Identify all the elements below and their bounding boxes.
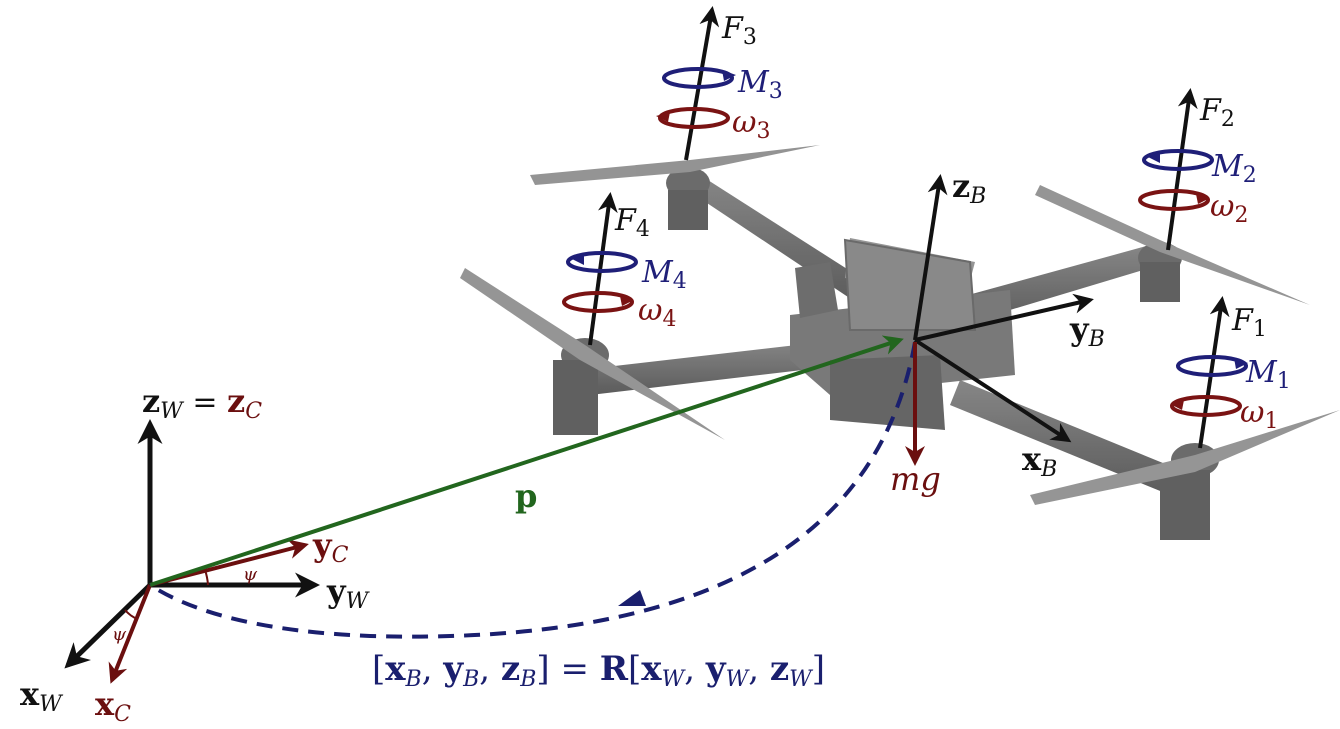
zb-label: zB — [952, 167, 986, 209]
xc-axis — [108, 584, 152, 684]
rotation-dashed-arc — [148, 341, 917, 639]
m3-spin-icon — [662, 67, 734, 89]
w3-arrowhead — [656, 112, 670, 122]
propeller-4 — [460, 268, 725, 440]
w4-arrowhead — [620, 296, 634, 306]
w2-label: ω2 — [1210, 189, 1248, 228]
zw-label: zW = zC — [142, 382, 262, 424]
yw-label: yW — [326, 572, 371, 614]
body-frame: zB yB xB mg — [890, 167, 1105, 498]
xb-axis — [913, 338, 1072, 443]
w1-label: ω1 — [1240, 395, 1278, 434]
m4-spin-icon — [566, 251, 638, 273]
f4-label: F4 — [614, 203, 650, 242]
zb-axis — [913, 174, 948, 341]
rotor-2-forces: F2 M2 ω2 — [1138, 88, 1257, 251]
rotation-equation: [xB, yB, zB] = R[xW, yW, zW] — [372, 649, 825, 692]
m1-label: M1 — [1245, 355, 1291, 394]
arm-rotor-4 — [580, 340, 845, 395]
f3-label: F3 — [721, 11, 757, 50]
p-arrow — [149, 335, 904, 587]
f2-arrow — [1166, 88, 1198, 251]
w1-spin-icon — [1170, 395, 1242, 417]
m1-spin-icon — [1176, 355, 1248, 377]
yc-label: yC — [312, 526, 349, 568]
yb-label: yB — [1069, 310, 1105, 352]
w4-label: ω4 — [638, 293, 676, 332]
m3-arrowhead — [722, 70, 736, 81]
w2-arrowhead — [1196, 194, 1210, 204]
drone-lower-box — [830, 355, 945, 430]
m4-label: M4 — [641, 255, 687, 294]
xw-axis — [64, 583, 152, 669]
f1-label: F1 — [1231, 303, 1267, 342]
propeller-2 — [1035, 185, 1310, 305]
xc-label: xC — [95, 685, 131, 724]
xb-label: xB — [1022, 440, 1057, 482]
m2-arrowhead — [1148, 152, 1160, 163]
world-frame: zW = zC yW xW yC xC ψ ψ — [20, 382, 371, 727]
m3-label: M3 — [737, 65, 783, 104]
position-vector: p — [149, 335, 904, 587]
mg-label: mg — [890, 460, 941, 498]
xw-label: xW — [20, 675, 64, 717]
motor-mount-3 — [668, 190, 708, 230]
rotor-1-forces: F1 M1 ω1 — [1170, 296, 1291, 449]
f2-label: F2 — [1199, 93, 1235, 132]
yaw-label-x: ψ — [112, 624, 127, 645]
w2-spin-icon — [1138, 189, 1210, 211]
m2-spin-icon — [1142, 149, 1214, 171]
rotation-mapping: [xB, yB, zB] = R[xW, yW, zW] — [148, 341, 917, 692]
propeller-3 — [530, 145, 820, 185]
w4-spin-icon — [562, 291, 634, 313]
motor-mount-2 — [1140, 262, 1180, 302]
m2-label: M2 — [1211, 149, 1257, 188]
drone-frame-box — [843, 238, 977, 331]
motor-mount-4 — [553, 360, 598, 435]
p-label: p — [515, 477, 537, 515]
propeller-1 — [1030, 410, 1340, 505]
motor-mount-1 — [1160, 470, 1210, 540]
w1-arrowhead — [1170, 400, 1184, 410]
m4-arrowhead — [572, 254, 584, 265]
yb-axis — [914, 293, 1094, 342]
m1-arrowhead — [1234, 358, 1248, 369]
w3-label: ω3 — [732, 105, 770, 144]
rotor-4-forces: F4 M4 ω4 — [562, 192, 687, 346]
yaw-arc-x — [124, 609, 136, 619]
drone-gimbal — [795, 262, 838, 318]
rotor-3-forces: F3 M3 ω3 — [656, 6, 783, 161]
rotation-dashed-arrowhead — [618, 590, 646, 606]
yaw-arc-y — [204, 569, 209, 586]
yaw-label-y: ψ — [243, 564, 258, 585]
